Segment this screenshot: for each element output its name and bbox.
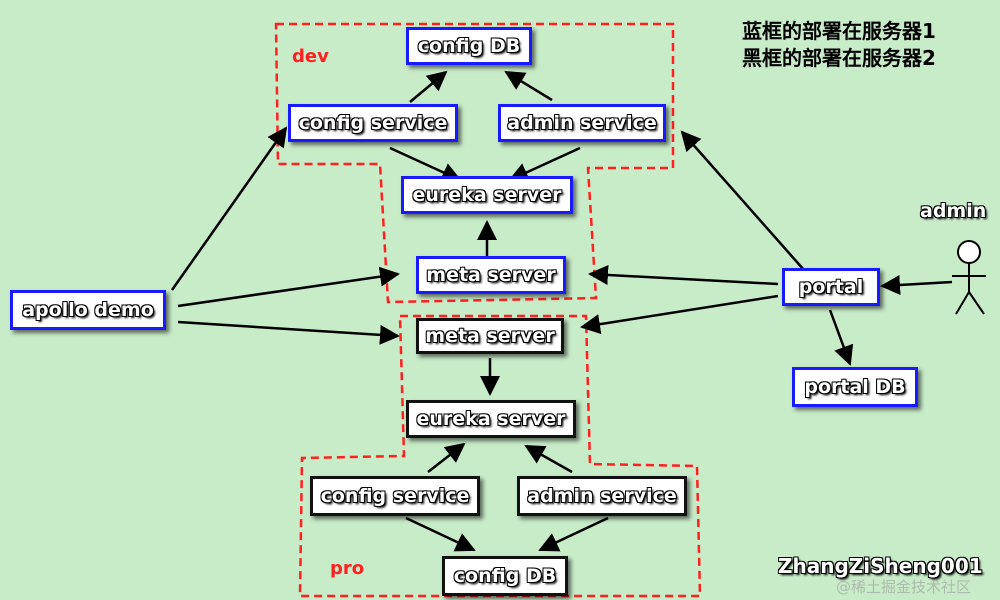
pro-admin-service-node: admin service xyxy=(517,476,687,516)
arrow-dev-adminservice-to-configdb xyxy=(504,70,553,102)
pro-environment-label: pro xyxy=(330,558,365,579)
arrow-dev-configservice-to-configdb xyxy=(409,70,448,103)
arrow-apollodemo-to-dev xyxy=(170,126,288,291)
pro-config-service-node: config service xyxy=(310,476,480,516)
legend-server1: 蓝框的部署在服务器1 xyxy=(742,19,936,43)
pro-config-db-node: config DB xyxy=(442,556,568,596)
pro-environment-boundary xyxy=(298,314,702,598)
arrow-portal-to-dev xyxy=(680,130,805,271)
portal-db-node: portal DB xyxy=(792,367,918,407)
arrow-pro-adminservice-to-eureka xyxy=(524,444,573,474)
dev-environment-label: dev xyxy=(292,46,329,67)
dev-config-db-node: config DB xyxy=(406,27,532,65)
dev-config-service-node: config service xyxy=(288,104,458,142)
arrow-pro-configservice-to-eureka xyxy=(427,442,466,473)
arrow-portal-to-portaldb xyxy=(828,309,854,366)
admin-stick-figure-icon xyxy=(952,240,986,315)
arrow-apollodemo-to-dev-meta xyxy=(177,266,400,308)
legend-server2: 黑框的部署在服务器2 xyxy=(742,46,936,70)
dev-meta-server-node: meta server xyxy=(416,256,566,294)
arrow-pro-configservice-to-configdb xyxy=(405,516,476,552)
legend: 蓝框的部署在服务器1 黑框的部署在服务器2 xyxy=(742,18,936,72)
arrow-pro-adminservice-to-configdb xyxy=(538,516,609,552)
pro-eureka-server-node: eureka server xyxy=(406,400,576,438)
pro-meta-server-node: meta server xyxy=(416,318,564,354)
dev-eureka-server-node: eureka server xyxy=(401,176,573,214)
arrow-admin-to-portal xyxy=(880,274,953,295)
watermark: @稀土掘金技术社区 xyxy=(836,578,972,596)
portal-node: portal xyxy=(782,268,880,306)
arrow-dev-adminservice-to-eureka xyxy=(508,146,581,182)
admin-actor-label: admin xyxy=(920,200,987,222)
arrow-portal-to-pro-meta xyxy=(580,294,779,335)
dev-environment-boundary xyxy=(274,22,675,304)
apollo-demo-node: apollo demo xyxy=(10,290,166,330)
arrow-apollodemo-to-pro-meta xyxy=(177,320,400,345)
arrow-portal-to-dev-meta xyxy=(588,264,779,286)
arrow-dev-configservice-to-eureka xyxy=(389,146,462,182)
author-signature: ZhangZiSheng001 xyxy=(778,554,983,578)
dev-admin-service-node: admin service xyxy=(498,104,666,142)
